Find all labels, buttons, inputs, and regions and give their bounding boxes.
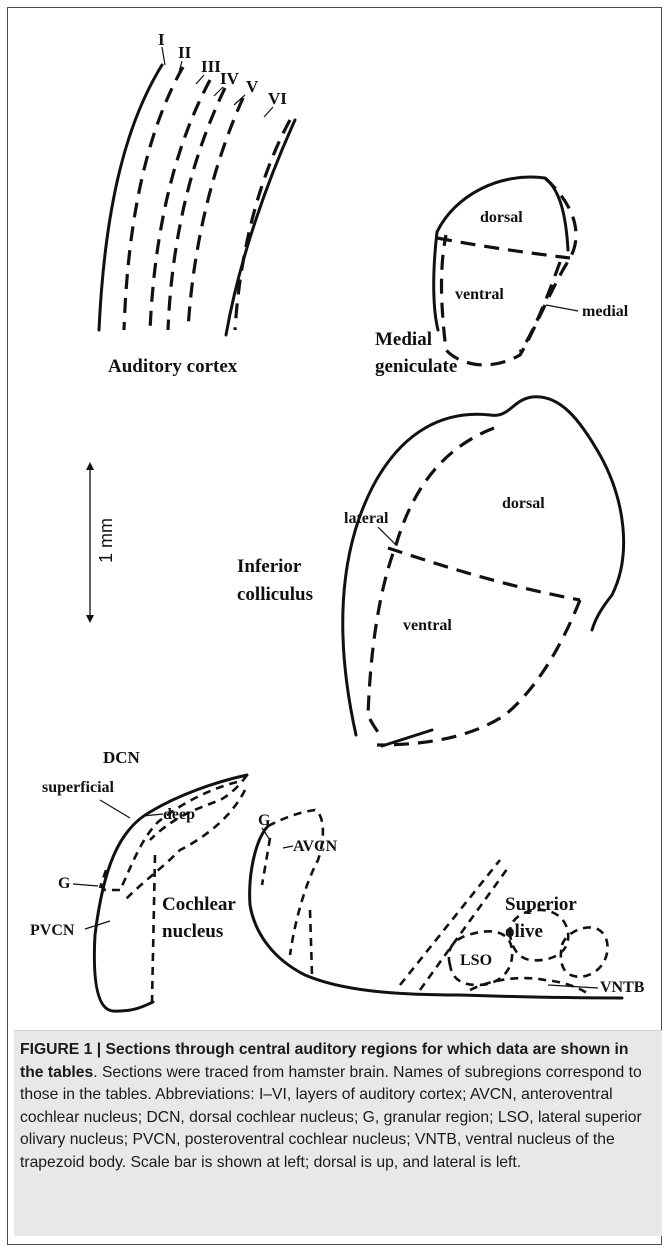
figure-caption: FIGURE 1 | Sections through central audi… bbox=[14, 1030, 662, 1236]
mg-label-dorsal: dorsal bbox=[480, 209, 523, 226]
ic-outer-border bbox=[343, 397, 624, 735]
ic-label-lateral: lateral bbox=[344, 510, 389, 527]
inferior-colliculus-section: lateral dorsal ventral Inferior collicul… bbox=[237, 397, 624, 746]
cn-g-pointer bbox=[73, 884, 98, 886]
ic-lateral-pointer bbox=[378, 527, 396, 545]
cochlear-nucleus-section: DCN superficial deep G PVCN Cochlear nuc… bbox=[30, 748, 247, 1011]
inferior-colliculus-title-1: Inferior bbox=[237, 556, 302, 577]
cn-label-g: G bbox=[58, 875, 71, 892]
so-label-g: G bbox=[258, 812, 271, 829]
so-trapezoid-line-2 bbox=[420, 865, 510, 990]
layer-label-iv: IV bbox=[220, 69, 240, 88]
auditory-cortex-section: I II III IV V VI Auditory cortex bbox=[99, 30, 295, 377]
medial-geniculate-title-2: geniculate bbox=[375, 356, 457, 377]
scale-bar: 1 mm bbox=[86, 462, 116, 623]
ic-lateral-boundary bbox=[368, 428, 494, 735]
ic-label-dorsal: dorsal bbox=[502, 495, 545, 512]
caption-body: . Sections were traced from hamster brai… bbox=[20, 1064, 642, 1171]
mg-dorsal-ventral-boundary bbox=[437, 238, 570, 258]
mg-medial-pointer bbox=[546, 305, 578, 311]
cn-pvcn-boundary bbox=[152, 855, 155, 1002]
cn-label-dcn: DCN bbox=[103, 748, 141, 767]
cn-superficial-pointer bbox=[100, 800, 130, 818]
cn-label-deep: deep bbox=[163, 806, 195, 823]
mg-label-ventral: ventral bbox=[455, 286, 504, 303]
cortex-white-matter-border bbox=[226, 120, 295, 335]
layer-label-vi: VI bbox=[268, 89, 287, 108]
cochlear-nucleus-title-2: nucleus bbox=[162, 921, 223, 942]
mg-label-medial: medial bbox=[582, 303, 629, 320]
medial-geniculate-section: dorsal ventral medial Medial geniculate bbox=[375, 177, 629, 377]
mg-lateral-border bbox=[434, 232, 438, 330]
scale-bar-label: 1 mm bbox=[96, 518, 116, 563]
ic-label-ventral: ventral bbox=[403, 617, 452, 634]
cn-label-pvcn: PVCN bbox=[30, 922, 75, 939]
so-avcn-outline bbox=[268, 810, 323, 955]
cochlear-nucleus-title-1: Cochlear bbox=[162, 894, 236, 915]
layer-label-i: I bbox=[158, 30, 165, 49]
superior-olive-section: G AVCN LSO VNTB Superior olive bbox=[250, 810, 645, 998]
inferior-colliculus-title-2: colliculus bbox=[237, 584, 313, 605]
auditory-cortex-title: Auditory cortex bbox=[108, 356, 238, 377]
caption-label: FIGURE 1 | bbox=[20, 1041, 101, 1058]
layer-label-iii: III bbox=[201, 57, 221, 76]
layer-label-ii: II bbox=[178, 43, 192, 62]
so-label-lso: LSO bbox=[460, 952, 492, 969]
so-label-avcn: AVCN bbox=[293, 838, 338, 855]
layer-label-v: V bbox=[246, 77, 259, 96]
cortex-layer-boundary-3 bbox=[168, 88, 225, 330]
so-avcn-inner-boundary bbox=[262, 838, 270, 885]
so-avcn-pointer bbox=[283, 846, 293, 848]
cn-label-superficial: superficial bbox=[42, 779, 115, 796]
ic-dorsal-ventral-boundary bbox=[388, 548, 580, 600]
superior-olive-title-2: olive bbox=[505, 921, 543, 942]
so-ventral-dashed bbox=[310, 910, 312, 975]
superior-olive-title-1: Superior bbox=[505, 894, 577, 915]
medial-geniculate-title-1: Medial bbox=[375, 329, 432, 350]
figure-drawing: I II III IV V VI Auditory cortex dorsal … bbox=[0, 0, 671, 1030]
so-label-vntb: VNTB bbox=[600, 979, 645, 996]
